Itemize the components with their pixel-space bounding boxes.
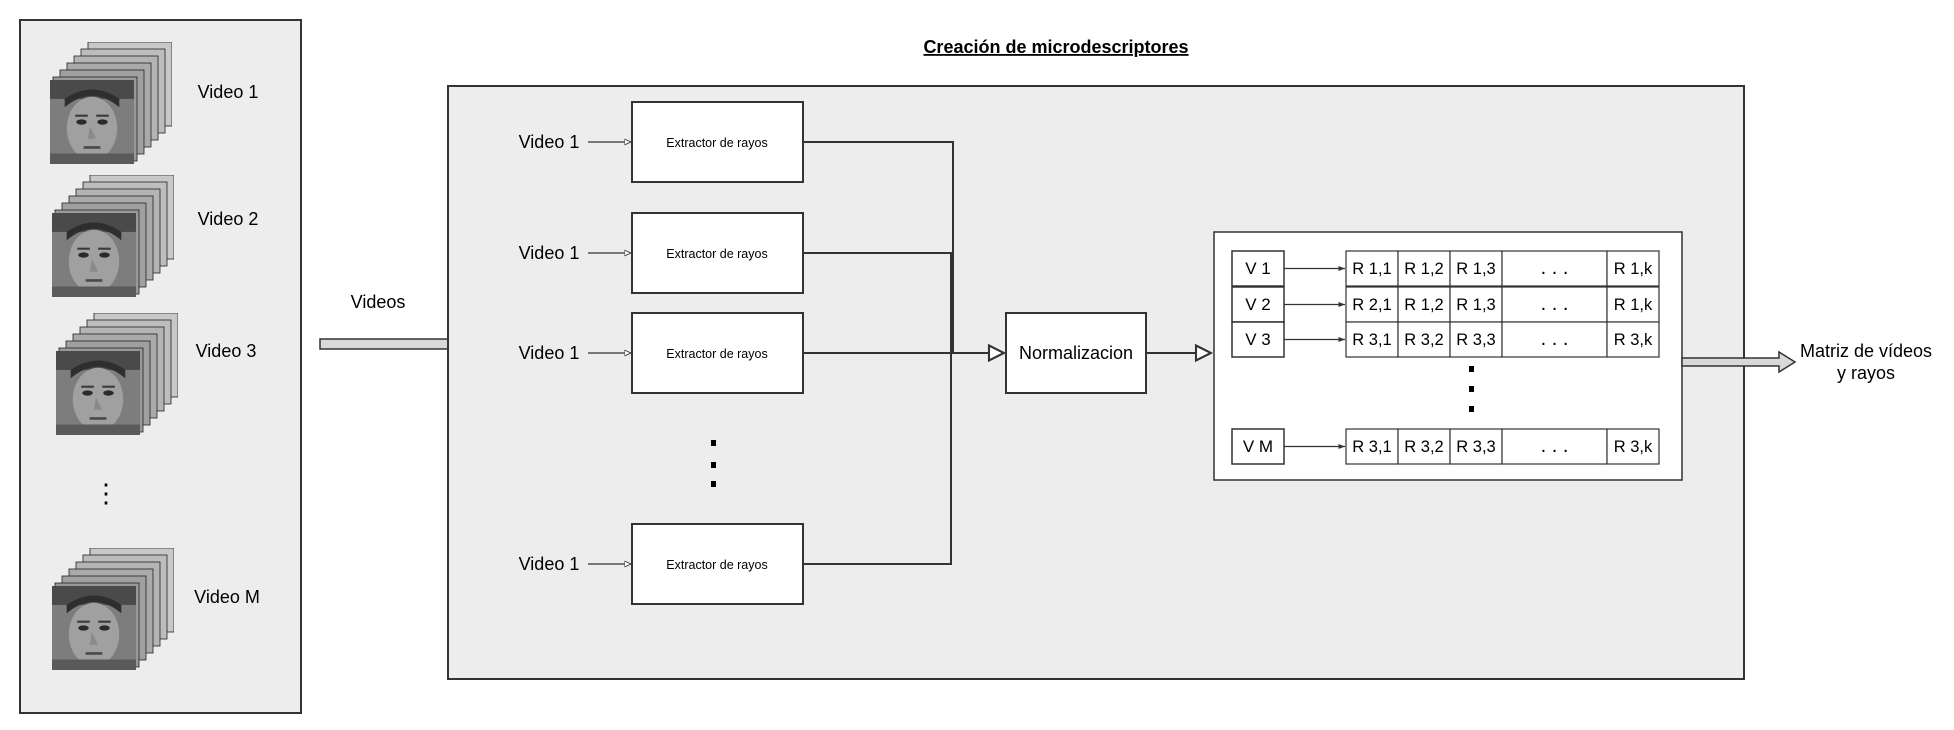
video-id-box (1231, 250, 1285, 287)
ray-cell (1606, 428, 1660, 465)
ray-cell (1501, 286, 1608, 323)
ray-cell-label: R 3,1 (1352, 331, 1391, 349)
output-block-arrow (1681, 350, 1797, 374)
matrix-row: V 3 R 3,1 R 3,2 R 3,3 . . . R 3,k (1231, 321, 1660, 358)
extractor-row-2: Video 1 Extractor de rayos (519, 212, 804, 294)
extractor-box (631, 523, 804, 605)
ray-cell (1449, 321, 1503, 358)
extractor-row-1: Video 1 Extractor de rayos (519, 101, 804, 183)
extractor-box (631, 212, 804, 294)
ray-cell-label: R 1,2 (1404, 296, 1443, 314)
output-label-line2: y rayos (1837, 363, 1895, 383)
ray-cell-label: R 3,2 (1404, 438, 1443, 456)
ray-cell (1501, 321, 1608, 358)
ray-cell-label: . . . (1541, 293, 1569, 315)
extractor-row-3: Video 1 Extractor de rayos (519, 312, 804, 394)
ray-cell (1501, 250, 1608, 287)
ray-cell-label: R 1,k (1614, 260, 1653, 278)
ray-cell (1449, 250, 1503, 287)
video-id-label: V 2 (1245, 295, 1271, 314)
ray-cell (1397, 428, 1451, 465)
video-id-box (1231, 428, 1285, 465)
video-id-label: V 3 (1245, 330, 1271, 349)
output-label-line1: Matriz de vídeos (1800, 341, 1932, 361)
ray-cell (1397, 250, 1451, 287)
ray-cell-label: R 3,3 (1456, 331, 1495, 349)
extractor-box-label: Extractor de rayos (666, 136, 767, 150)
ray-cell-label: . . . (1541, 257, 1569, 279)
extractor-input-label: Video 1 (519, 132, 580, 152)
ray-cell (1397, 286, 1451, 323)
matrix-row: V M R 3,1 R 3,2 R 3,3 . . . R 3,k (1231, 428, 1660, 465)
ray-cell-label: R 1,3 (1456, 260, 1495, 278)
ray-cell-label: R 1,k (1614, 296, 1653, 314)
ray-cell (1449, 428, 1503, 465)
ray-cell-label: R 1,1 (1352, 260, 1391, 278)
video-label-3: Video 3 (196, 341, 257, 361)
normalizer-box (1005, 312, 1147, 394)
ray-cell-label: . . . (1541, 328, 1569, 350)
extractor-box-label: Extractor de rayos (666, 558, 767, 572)
ray-cell (1397, 321, 1451, 358)
video-id-label: V 1 (1245, 259, 1271, 278)
ray-cell-label: R 1,3 (1456, 296, 1495, 314)
extractor-ellipsis (711, 440, 716, 487)
ray-cell-label: R 2,1 (1352, 296, 1391, 314)
extractor-box-label: Extractor de rayos (666, 347, 767, 361)
ray-cell-label: . . . (1541, 435, 1569, 457)
ray-cell (1345, 286, 1399, 323)
ray-cell-label: R 3,1 (1352, 438, 1391, 456)
matrix-row: V 1 R 1,1 R 1,2 R 1,3 . . . R 1,k (1231, 250, 1660, 287)
extractor-row-4: Video 1 Extractor de rayos (519, 523, 804, 605)
video-ellipsis: ⋮ (93, 478, 119, 508)
video-id-label: V M (1243, 437, 1273, 456)
extractor-box (631, 101, 804, 183)
ray-cell (1501, 428, 1608, 465)
extractor-input-label: Video 1 (519, 554, 580, 574)
ray-cell (1345, 428, 1399, 465)
matrix-ellipsis (1469, 366, 1474, 412)
matrix-rows: V 1 R 1,1 R 1,2 R 1,3 . . . R 1,k V 2 R 2,1 R 1,… (1231, 250, 1660, 465)
ray-cell (1606, 250, 1660, 287)
video-id-box (1231, 321, 1285, 358)
ray-cell (1345, 321, 1399, 358)
video-label-2: Video 2 (198, 209, 259, 229)
videos-arrow-label: Videos (351, 292, 406, 312)
extractor-connectors (803, 141, 1004, 565)
ray-cell-label: R 1,2 (1404, 260, 1443, 278)
video-label-1: Video 1 (198, 82, 259, 102)
ray-cell-label: R 3,3 (1456, 438, 1495, 456)
diagram-title: Creación de microdescriptores (923, 37, 1188, 57)
extractor-box-label: Extractor de rayos (666, 247, 767, 261)
video-label-m: Video M (194, 587, 260, 607)
ray-cell (1345, 250, 1399, 287)
ray-cell (1606, 321, 1660, 358)
normalizer-label: Normalizacion (1019, 343, 1133, 363)
ray-cell-label: R 3,k (1614, 438, 1653, 456)
extractor-input-label: Video 1 (519, 243, 580, 263)
extractor-input-label: Video 1 (519, 343, 580, 363)
ray-cell-label: R 3,2 (1404, 331, 1443, 349)
ray-cell-label: R 3,k (1614, 331, 1653, 349)
